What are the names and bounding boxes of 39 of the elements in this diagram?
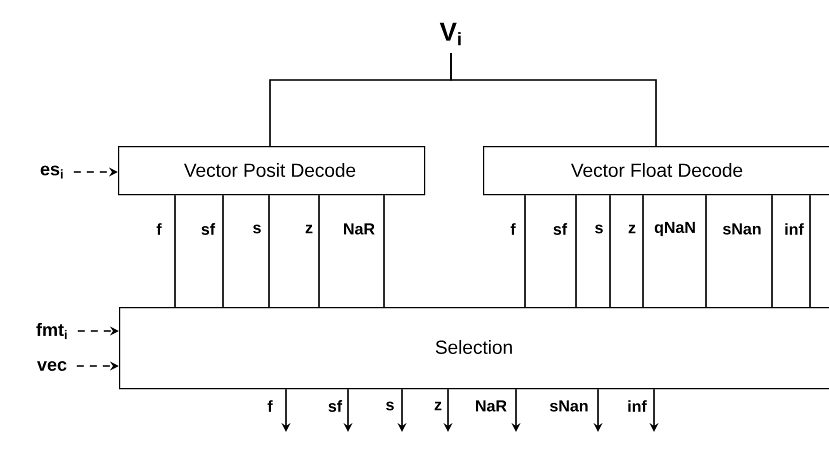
connector-line (268, 195, 270, 307)
edge-label: NaR (476, 400, 507, 412)
edge-label: sNan (723, 223, 761, 235)
edge-label: inf (628, 400, 647, 412)
edge-label: s (386, 402, 394, 410)
edge-label: qNaN (654, 222, 695, 236)
signal-label: es$_{i}$ (40, 166, 63, 178)
signal-label: fmt$_{i}$ (36, 322, 67, 340)
process-box: Selection (119, 307, 829, 390)
edge-label: f (510, 223, 516, 235)
connector-line (450, 53, 657, 146)
connector-line (771, 195, 773, 307)
edge-label: s (253, 224, 261, 234)
edge-label: sf (201, 223, 216, 235)
signal-label: V$_{i}$ (440, 22, 461, 46)
connector-line (809, 195, 811, 307)
connector-line (642, 195, 644, 307)
edge-label: s (595, 224, 603, 234)
connector-line (222, 195, 224, 307)
edge-label: sNan (550, 400, 588, 412)
signal-label: vec (37, 361, 66, 371)
edge-label: sf (553, 223, 568, 235)
connector-line (318, 195, 320, 307)
edge-label: z (306, 224, 312, 234)
edge-label: f (156, 223, 162, 235)
connector-line (609, 195, 611, 307)
connector-line (524, 195, 526, 307)
connector-line (575, 195, 577, 307)
connector-line (705, 195, 707, 307)
edge-label: sf (328, 400, 342, 412)
connector-line (174, 195, 176, 307)
process-box: Vector Float Decode (483, 146, 829, 196)
edge-label: f (268, 400, 273, 412)
edge-label: z (628, 224, 636, 234)
process-box: Vector Posit Decode (118, 146, 426, 196)
edge-label: NaR (344, 223, 375, 235)
edge-label: inf (785, 223, 804, 235)
connector-line (383, 195, 385, 307)
edge-label: z (434, 402, 442, 410)
